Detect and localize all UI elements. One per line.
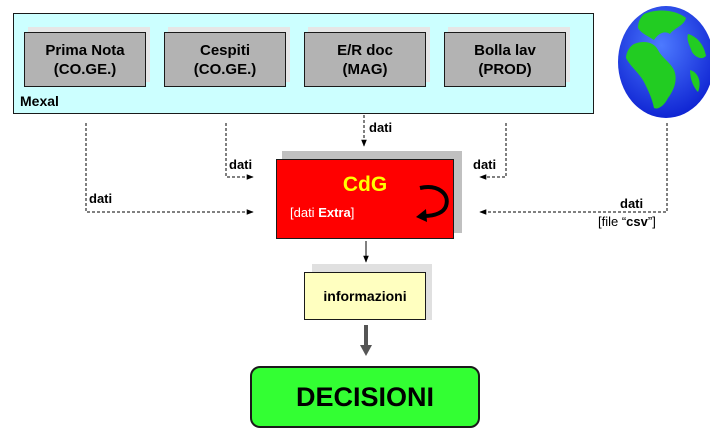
- flow-label-dati: dati: [89, 191, 113, 206]
- globe-icon: [618, 6, 710, 118]
- cdg-box: [276, 159, 454, 239]
- arrow-info-to-decisioni-head: [360, 345, 372, 356]
- loop-arrow-icon: [416, 185, 449, 222]
- flow-label-dati: dati: [473, 157, 497, 172]
- module-line2: (PROD): [478, 60, 532, 78]
- cdg-title: CdG: [342, 173, 388, 196]
- module-er-doc: E/R doc (MAG): [304, 32, 426, 87]
- module-prima-nota: Prima Nota (CO.GE.): [24, 32, 146, 87]
- module-cespiti: Cespiti (CO.GE.): [164, 32, 286, 87]
- module-line1: Cespiti: [199, 41, 250, 59]
- module-line2: (MAG): [342, 60, 388, 78]
- arrow-bolla-to-cdg: [479, 123, 507, 180]
- arrow-prima-nota-to-cdg: [85, 123, 254, 215]
- cdg-subtitle: [dati Extra]: [290, 205, 355, 220]
- module-line1: E/R doc: [337, 41, 393, 59]
- mexal-label: Mexal: [20, 93, 59, 109]
- module-line2: (CO.GE.): [53, 60, 117, 78]
- flow-label-dati: dati: [620, 196, 644, 211]
- module-line1: Prima Nota: [45, 41, 125, 59]
- decisioni-box: DECISIONI: [250, 366, 480, 428]
- informazioni-box: informazioni: [304, 272, 426, 320]
- flow-label-dati: dati: [369, 120, 393, 135]
- arrow-cespiti-to-cdg: [225, 123, 254, 180]
- module-line1: Bolla lav: [474, 41, 536, 59]
- module-bolla-lav: Bolla lav (PROD): [444, 32, 566, 87]
- csv-file-note: [file “csv”]: [598, 214, 656, 229]
- flow-label-dati: dati: [229, 157, 253, 172]
- module-line2: (CO.GE.): [193, 60, 257, 78]
